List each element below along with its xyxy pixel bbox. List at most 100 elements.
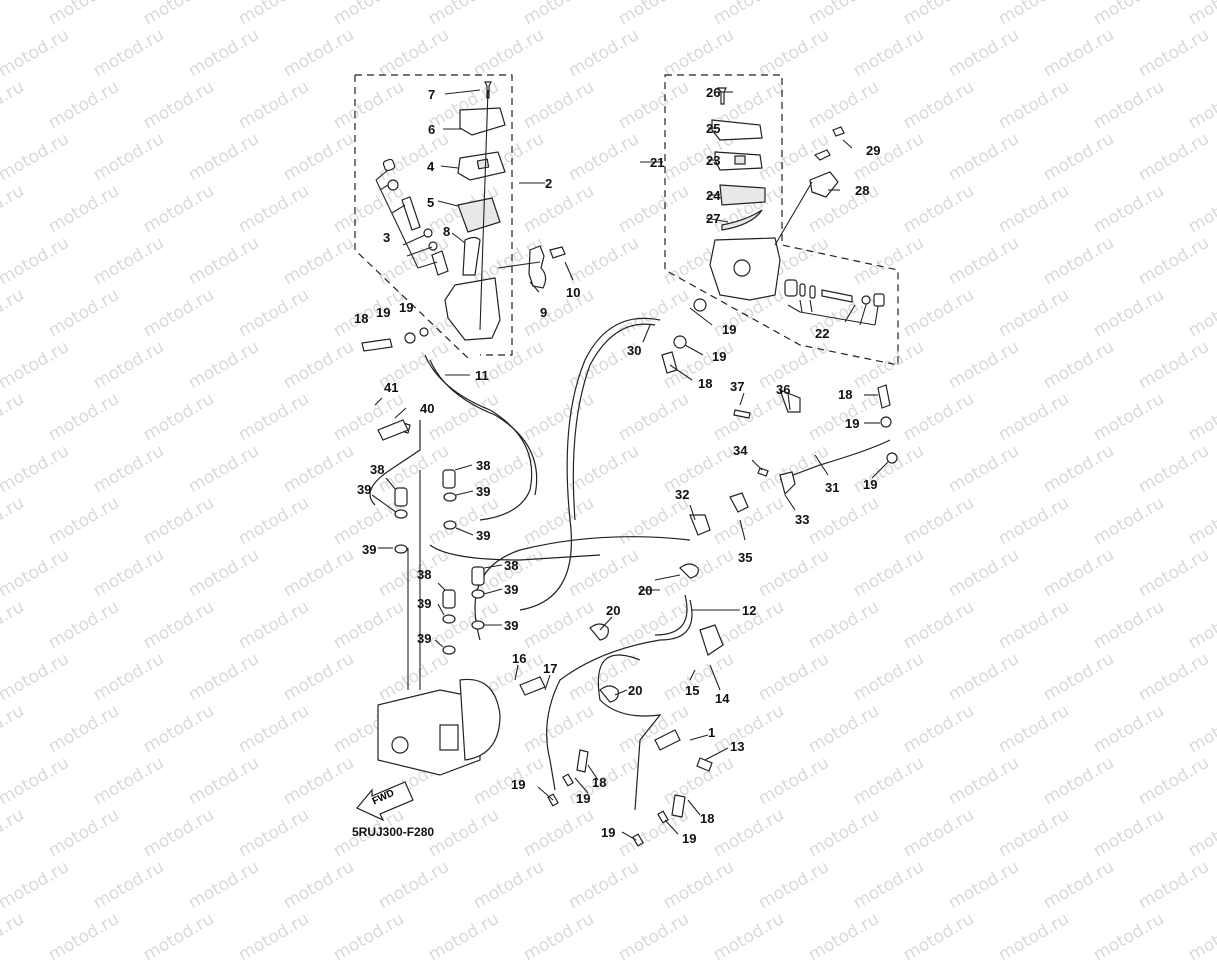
holder-9 — [528, 245, 547, 289]
block-32 — [689, 514, 711, 536]
callout-label-20: 20 — [628, 683, 643, 698]
watermark-text: motod.ru — [995, 909, 1073, 965]
clamp-33 — [779, 471, 796, 496]
callout-label-38: 38 — [370, 462, 385, 477]
callout-label-39: 39 — [476, 484, 491, 499]
callout-label-19: 19 — [863, 477, 878, 492]
watermark-text: motod.ru — [330, 909, 408, 965]
callout-label-4: 4 — [427, 159, 435, 174]
bracket-1 — [654, 729, 681, 751]
callout-label-30: 30 — [627, 343, 642, 358]
callout-label-23: 23 — [706, 153, 721, 168]
clamp-17 — [519, 676, 546, 696]
callout-label-17: 17 — [543, 661, 558, 676]
callout-label-41: 41 — [384, 380, 399, 395]
hose-30 — [519, 317, 661, 611]
callout-label-38: 38 — [417, 567, 432, 582]
watermark-text: motod.ru — [140, 909, 218, 965]
callout-label-32: 32 — [675, 487, 690, 502]
callout-label-37: 37 — [730, 379, 745, 394]
watermark-text: motod.ru — [900, 909, 978, 965]
fwd-arrow — [356, 781, 414, 822]
callout-label-38: 38 — [504, 558, 519, 573]
callout-label-18: 18 — [700, 811, 715, 826]
callout-label-13: 13 — [730, 739, 745, 754]
callout-label-18: 18 — [698, 376, 713, 391]
callout-label-20: 20 — [606, 603, 621, 618]
callout-label-35: 35 — [738, 550, 753, 565]
watermark-text: motod.ru — [45, 909, 123, 965]
callout-label-19: 19 — [722, 322, 737, 337]
callout-label-11: 11 — [475, 368, 489, 383]
diagram-code: 5RUJ300-F280 — [352, 825, 435, 839]
callout-label-39: 39 — [417, 631, 432, 646]
callout-label-5: 5 — [427, 195, 435, 210]
callout-label-19: 19 — [712, 349, 727, 364]
brake-hoses — [369, 317, 891, 811]
clamp-20b — [589, 623, 609, 641]
callout-label-19: 19 — [376, 305, 391, 320]
callout-label-3: 3 — [383, 230, 391, 245]
watermark-text: motod.ru — [0, 909, 28, 965]
watermark-text: motod.ru — [425, 909, 503, 965]
callout-label-39: 39 — [476, 528, 491, 543]
callout-label-2: 2 — [545, 176, 553, 191]
watermark-text: motod.ru — [615, 909, 693, 965]
clamp-20a — [679, 563, 699, 579]
diaphragm-24 — [719, 184, 766, 206]
callout-label-18: 18 — [592, 775, 607, 790]
left-master-cylinder — [375, 81, 566, 341]
leader-lines — [371, 89, 889, 841]
right-master-cylinder-group-outline — [664, 74, 899, 366]
hose-12 — [546, 599, 693, 791]
callout-label-39: 39 — [504, 618, 519, 633]
watermark-text: motod.ru — [520, 909, 598, 965]
callout-label-6: 6 — [428, 122, 436, 137]
callout-label-19: 19 — [845, 416, 860, 431]
left-master-cylinder-group-outline — [354, 74, 513, 361]
callout-label-31: 31 — [825, 480, 840, 495]
callout-label-7: 7 — [428, 87, 436, 102]
bracket-14 — [699, 624, 724, 656]
callout-label-40: 40 — [420, 401, 435, 416]
callout-label-15: 15 — [685, 683, 700, 698]
callout-label-8: 8 — [443, 224, 451, 239]
callout-label-36: 36 — [776, 382, 791, 397]
callout-label-22: 22 — [815, 326, 830, 341]
callout-label-9: 9 — [540, 305, 548, 320]
hose-branch — [597, 654, 662, 811]
callout-label-19: 19 — [399, 300, 414, 315]
clamp-20c — [599, 685, 619, 703]
callout-label-29: 29 — [866, 143, 881, 158]
callout-label-39: 39 — [362, 542, 377, 557]
callout-label-28: 28 — [855, 183, 870, 198]
brake-pipe-main — [474, 536, 691, 641]
callout-label-18: 18 — [838, 387, 853, 402]
bolt-29 — [832, 126, 845, 137]
callout-label-39: 39 — [417, 596, 432, 611]
callout-label-26: 26 — [706, 85, 721, 100]
callout-label-1: 1 — [708, 725, 716, 740]
callout-label-27: 27 — [706, 211, 721, 226]
cap-6 — [459, 107, 506, 136]
callout-label-34: 34 — [733, 443, 748, 458]
callout-label-20: 20 — [638, 583, 653, 598]
bracket-36 — [778, 388, 801, 413]
watermark-text: motod.ru — [1090, 909, 1168, 965]
callout-label-25: 25 — [706, 121, 721, 136]
callout-label-18: 18 — [354, 311, 369, 326]
clamp-35 — [729, 492, 749, 513]
protector-27 — [721, 209, 763, 231]
callout-label-16: 16 — [512, 651, 527, 666]
callout-label-33: 33 — [795, 512, 810, 527]
abs-hydraulic-unit — [377, 678, 501, 776]
diaphragm-5 — [457, 197, 501, 233]
watermark-text: motod.ru — [235, 909, 313, 965]
callout-label-19: 19 — [601, 825, 616, 840]
watermark-text: motod.ru — [710, 909, 788, 965]
holder-40 — [377, 419, 409, 441]
callout-label-19: 19 — [511, 777, 526, 792]
callout-label-21: 21 — [650, 155, 665, 170]
callout-label-24: 24 — [706, 188, 721, 203]
